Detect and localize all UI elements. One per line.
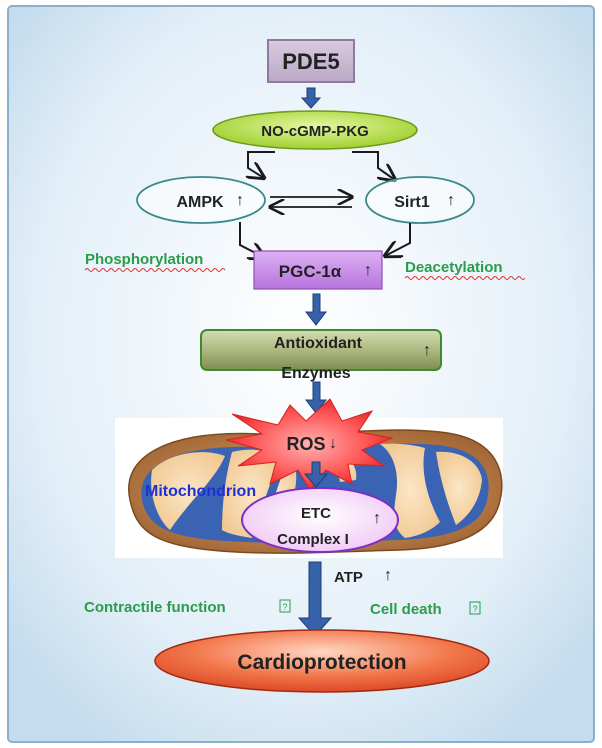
sirt1-up-arrow: ↑ bbox=[447, 192, 455, 209]
ampk-label: AMPK bbox=[176, 194, 224, 211]
antioxidant-label-line2: Enzymes bbox=[281, 365, 350, 382]
etc-label-line2: Complex I bbox=[277, 531, 349, 548]
svg-text:?: ? bbox=[282, 602, 287, 612]
antioxidant-enzymes-node: Antioxidant Enzymes ↑ bbox=[200, 329, 442, 382]
ampk-up-arrow: ↑ bbox=[236, 192, 244, 209]
mitochondrion-label: Mitochondrion bbox=[145, 483, 256, 500]
ros-down-arrow: ↓ bbox=[329, 435, 337, 452]
connector-to-sirt1 bbox=[352, 151, 395, 180]
ros-node: ROS ↓ bbox=[225, 398, 394, 491]
arrow-etc-to-cardioprotection bbox=[297, 561, 333, 637]
antioxidant-label-line1: Antioxidant bbox=[274, 335, 363, 352]
atp-up-arrow: ↑ bbox=[384, 567, 392, 584]
arrow-ros-down bbox=[303, 461, 329, 488]
etc-label-line1: ETC bbox=[301, 505, 331, 522]
cell-death-glyph: ? bbox=[469, 601, 481, 615]
etc-complex-node: ETC Complex I ↑ bbox=[241, 487, 399, 553]
pgc1a-up-arrow: ↑ bbox=[364, 262, 372, 279]
sirt1-node: Sirt1 ↑ bbox=[365, 176, 475, 224]
atp-label: ATP bbox=[334, 569, 363, 586]
phosphorylation-label: Phosphorylation bbox=[85, 251, 203, 268]
svg-text:?: ? bbox=[472, 604, 477, 614]
connector-to-ampk bbox=[248, 151, 275, 178]
no-cgmp-pkg-node: NO-cGMP-PKG bbox=[212, 110, 418, 150]
ampk-sirt1-exchange-arrows bbox=[270, 197, 352, 207]
no-cgmp-pkg-label: NO-cGMP-PKG bbox=[261, 123, 369, 140]
ampk-node: AMPK ↑ bbox=[136, 176, 266, 224]
deacetylation-label: Deacetylation bbox=[405, 259, 503, 276]
pde5-node: PDE5 bbox=[267, 39, 355, 83]
connector-sirt1-to-pgc1a bbox=[385, 223, 411, 256]
sirt1-label: Sirt1 bbox=[394, 194, 430, 211]
etc-up-arrow: ↑ bbox=[373, 510, 381, 527]
arrow-pgc1a-down bbox=[304, 293, 328, 326]
contractile-function-glyph: ? bbox=[279, 599, 291, 613]
cardioprotection-label: Cardioprotection bbox=[237, 651, 406, 674]
phosphorylation-underline bbox=[84, 268, 226, 272]
pgc1a-label: PGC-1α bbox=[279, 262, 342, 281]
contractile-function-label: Contractile function bbox=[84, 599, 226, 616]
arrow-pde5-down bbox=[300, 87, 322, 109]
deacetylation-underline bbox=[404, 276, 526, 280]
pde5-label: PDE5 bbox=[282, 49, 339, 74]
pgc1a-node: PGC-1α ↑ bbox=[253, 250, 383, 290]
antioxidant-up-arrow: ↑ bbox=[423, 342, 431, 359]
cell-death-label: Cell death bbox=[370, 601, 442, 618]
cardioprotection-node: Cardioprotection bbox=[154, 629, 490, 693]
ros-label: ROS bbox=[286, 434, 325, 454]
arrow-antioxidant-down bbox=[304, 381, 328, 414]
